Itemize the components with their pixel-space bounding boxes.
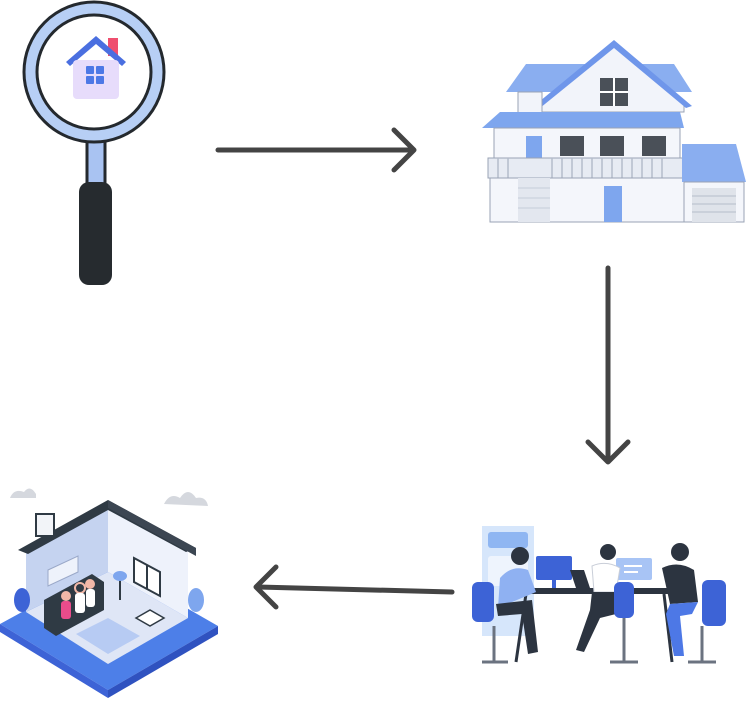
family-living-room-icon [0, 478, 222, 700]
arrow-search-to-house [215, 127, 417, 173]
office-team-meeting-icon [466, 522, 746, 672]
arrow-team-to-home [253, 564, 455, 610]
arrow-house-to-team [585, 265, 631, 465]
two-story-house-icon [478, 36, 746, 226]
magnifier-house-icon [18, 0, 174, 290]
